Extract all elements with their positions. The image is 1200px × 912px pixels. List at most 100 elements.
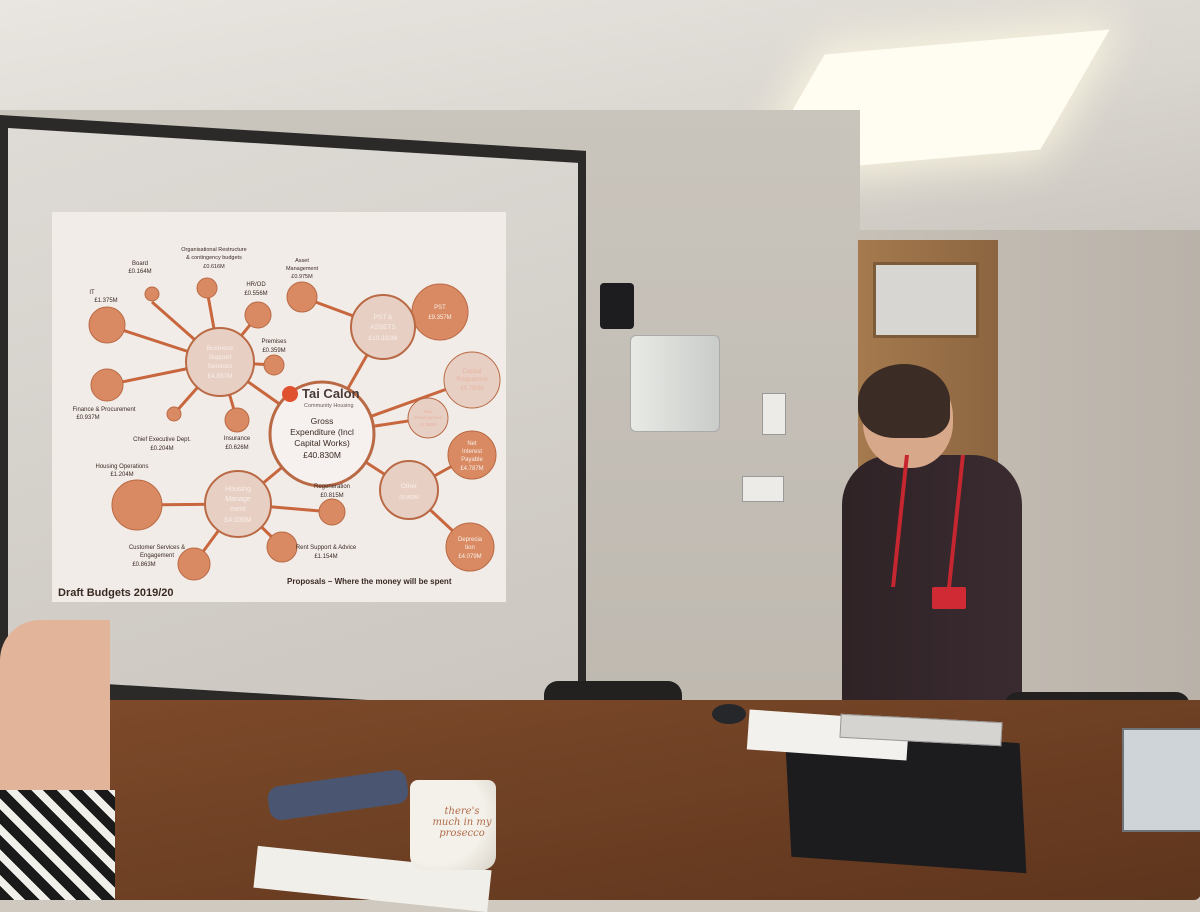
hub-business-line2: Support [209,354,232,361]
id-badge [932,587,966,609]
node-new-dev [407,397,449,439]
center-title-1: Gross [311,416,334,426]
presenter-body [842,455,1022,715]
conference-table [80,700,1200,900]
label-new-dev-1: New [423,409,433,414]
hub-business-support [185,327,255,397]
hub-housing-value: £4.036M [224,517,251,524]
logo-sub: Community Housing [304,403,354,409]
value-hrod: £0.556M [244,291,267,297]
hub-other [379,460,439,520]
audience-shirt [0,790,115,900]
node-finance [90,368,124,402]
center-title-2: Expenditure (Incl [290,427,354,437]
node-org [196,277,218,299]
hub-pst-line2: ASSETS [370,324,396,331]
label-customer-1: Customer Services & [129,545,185,551]
hub-housing-line1: Housing [225,486,251,493]
hub-other-value: £8.869M [399,495,418,501]
value-premises: £0.359M [262,348,285,354]
label-dep-2: tion [465,545,475,551]
hub-business-line3: Services [208,363,234,370]
label-new-dev-2: Development [415,415,442,420]
label-regeneration: Regeneration [314,484,350,490]
value-housing-ops: £1.204M [110,472,133,478]
node-customer [177,547,211,581]
node-insurance [224,407,250,433]
laptop [1122,728,1200,832]
value-org: £0.616M [203,264,225,270]
node-board [144,286,160,302]
label-dep-1: Deprecia [458,537,483,543]
node-ceo [166,406,182,422]
hub-other-line1: Other [401,483,418,490]
mug-text: there's much in my prosecco [432,806,492,839]
node-hrod [244,301,272,329]
value-new-dev: £1.369M [419,422,437,427]
value-it: £1.375M [94,298,117,304]
label-asset-1: Asset [295,258,309,264]
label-finance: Finance & Procurement [72,407,135,413]
computer-mouse [712,704,746,724]
label-housing-ops: Housing Operations [95,464,148,470]
center-title-3: Capital Works) [294,438,350,448]
label-org-2: & contingency budgets [186,255,242,261]
node-net-interest [447,430,497,480]
value-rent-support: £1.154M [314,554,337,560]
slide-footer-right: Proposals – Where the money will be spen… [287,577,452,586]
center-value: £40.830M [303,450,341,460]
label-hrod: HR/OD [246,282,266,288]
value-finance: £0.937M [76,415,99,421]
value-pst: £9.357M [428,315,451,321]
value-ceo: £0.204M [150,446,173,452]
projected-slide: Tai Calon Community Housing Gross Expend… [52,212,506,602]
node-asset [286,281,318,313]
label-capital-1: Capital [463,369,482,375]
label-board: Board [132,261,148,267]
value-regeneration: £0.815M [320,493,343,499]
hub-pst-line1: PST & [374,314,393,321]
value-asset: £0.975M [291,274,313,280]
label-net-3: Payable [461,457,483,463]
node-depreciation [445,522,495,572]
value-customer: £0.863M [132,562,155,568]
label-pst: PST [434,305,446,311]
node-premises [263,354,285,376]
value-net: £4.787M [460,466,483,472]
label-capital-2: Programme [456,377,488,383]
center-bubble [268,380,376,488]
value-insurance: £0.626M [225,445,248,451]
label-org-1: Organisational Restructure [181,247,246,253]
value-capital: £5.795M [460,386,483,392]
node-capital [443,351,501,409]
label-asset-2: Management [286,266,319,272]
node-regeneration [318,498,346,526]
hub-housing-line3: ment [230,506,246,513]
hub-housing-line2: Manage [225,496,250,503]
value-dep: £4.079M [458,554,481,560]
wall-lamp [630,335,720,432]
node-it [88,306,126,344]
hub-pst-assets [350,294,416,360]
mug-text-3: prosecco [439,828,485,839]
slide-footer-left: Draft Budgets 2019/20 [58,587,174,599]
mug-text-1: there's [444,806,480,817]
label-ceo: Chief Executive Dept. [133,437,191,443]
hub-business-value: £4.837M [207,373,232,380]
label-insurance: Insurance [224,436,251,442]
camera-icon [600,283,634,329]
label-net-1: Net [467,441,477,447]
label-net-2: Interest [462,449,482,455]
value-board: £0.164M [128,269,151,275]
hub-pst-value: £10.332M [369,335,398,342]
node-pst [411,283,469,341]
node-housing-ops [111,479,163,531]
mug-text-2: much in my [432,817,492,828]
tai-calon-logo-icon [282,386,298,402]
label-customer-2: Engagement [140,553,174,559]
power-socket [742,476,784,502]
hub-housing-management [204,470,272,538]
label-premises: Premises [261,339,286,345]
presenter-hair [858,364,950,438]
light-switch [762,393,786,435]
